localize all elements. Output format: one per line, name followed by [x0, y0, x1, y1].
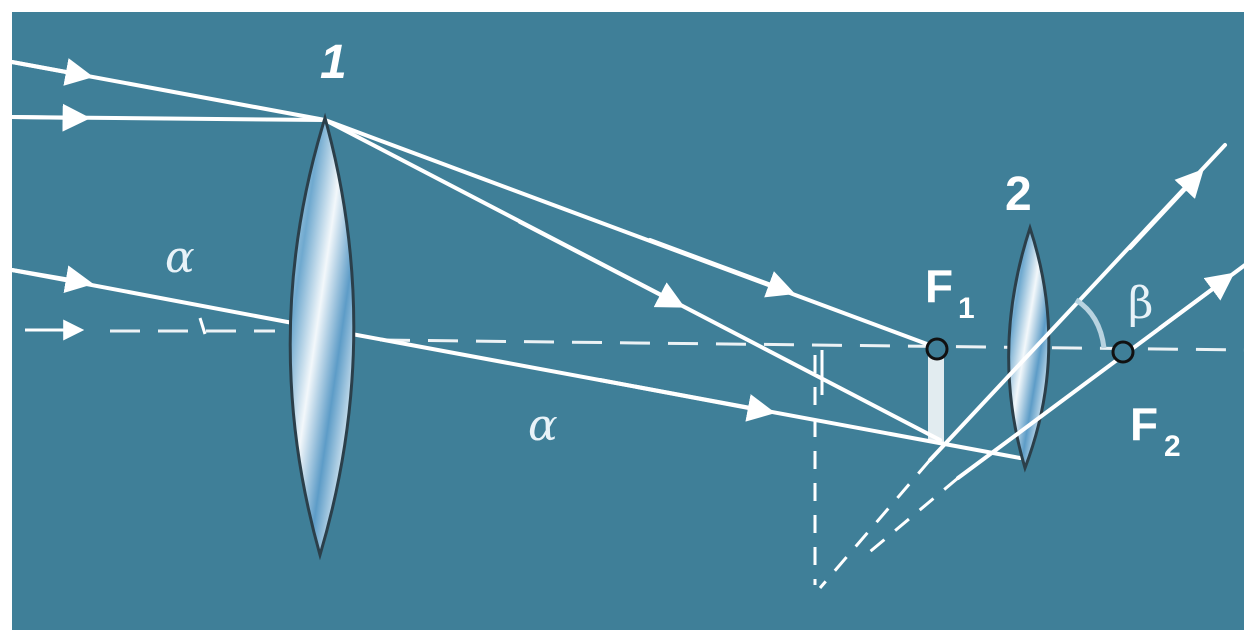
- f1-label: F 1: [925, 260, 975, 325]
- converging-ray-lower-arrow: [518, 220, 685, 308]
- lens1-label: 1: [320, 36, 347, 89]
- virtual-ray-2: [859, 476, 959, 562]
- svg-text:2: 2: [1164, 430, 1181, 463]
- alpha-left-label: α: [165, 232, 195, 283]
- eyepiece-lens: [1007, 223, 1051, 473]
- f2-label: F 2: [1130, 398, 1181, 463]
- alpha-angle-mark: [198, 317, 207, 335]
- alpha-bottom-label: α: [528, 400, 558, 451]
- focal-point-f2: [1111, 340, 1135, 364]
- oblique-chief-ray-arrow: [598, 378, 776, 422]
- svg-text:1: 1: [958, 292, 975, 325]
- intermediate-image: [928, 356, 944, 442]
- outgoing-ray-1-arrow: [1128, 168, 1204, 250]
- virtual-ray-1: [818, 459, 932, 589]
- outgoing-ray-2-arrow: [1158, 272, 1235, 330]
- beta-label: β: [1128, 278, 1153, 329]
- incoming-ray-top-1-arrow: [10, 58, 94, 86]
- beta-angle-arc: [1074, 297, 1107, 349]
- optical-axis: [379, 338, 1248, 352]
- converging-ray-upper-arrow: [648, 238, 796, 298]
- converging-ray-upper: [323, 118, 937, 349]
- incoming-ray-top-2-arrow: [10, 103, 91, 132]
- lens2-label: 2: [1005, 168, 1032, 221]
- objective-lens: [288, 112, 356, 561]
- svg-text:F: F: [1130, 398, 1158, 450]
- oblique-incoming-ray-arrow: [10, 265, 94, 294]
- focal-point-f1: [925, 337, 949, 361]
- svg-text:F: F: [925, 260, 953, 312]
